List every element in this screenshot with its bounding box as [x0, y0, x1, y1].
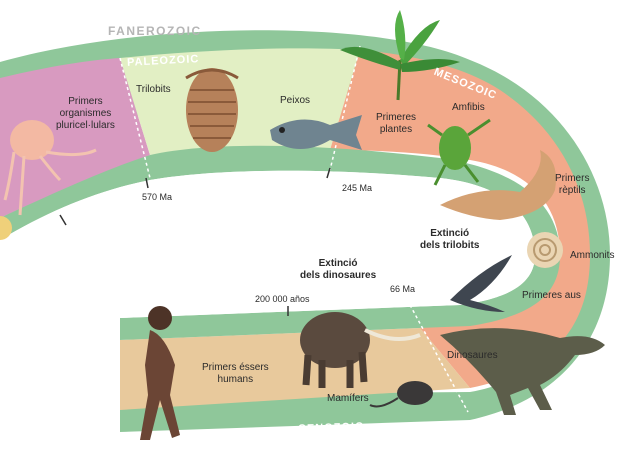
- label-mamifers: Mamífers: [327, 393, 369, 405]
- label-primers-reptils: Primers rèptils: [555, 173, 589, 197]
- trilobite-illustration: [186, 68, 238, 152]
- label-primeres-aus: Primeres aus: [522, 290, 581, 302]
- eon-label: FANEROZOIC: [108, 24, 202, 38]
- time-label-570: 570 Ma: [142, 192, 172, 202]
- era-label-cenozoic: CENOZOIC: [298, 421, 364, 435]
- label-extincio-trilobits: Extinció dels trilobits: [420, 228, 479, 252]
- label-primeres-plantes: Primeres plantes: [376, 112, 416, 136]
- label-amfibis: Amfibis: [452, 102, 485, 114]
- label-dinosaures: Dinosaures: [447, 350, 498, 362]
- time-label-66: 66 Ma: [390, 284, 415, 294]
- label-primers-organismes: Primers organismes pluricel·lulars: [56, 96, 115, 132]
- time-label-200k: 200 000 años: [255, 294, 310, 304]
- ammonite-illustration: [527, 232, 563, 268]
- label-peixos: Peixos: [280, 95, 310, 107]
- label-primers-essers-humans: Primers éssers humans: [202, 362, 269, 386]
- time-label-245: 245 Ma: [342, 183, 372, 193]
- label-ammonits: Ammonits: [570, 250, 614, 262]
- label-trilobits: Trilobits: [136, 84, 171, 96]
- label-extincio-dinosaures: Extinció dels dinosaures: [300, 258, 376, 282]
